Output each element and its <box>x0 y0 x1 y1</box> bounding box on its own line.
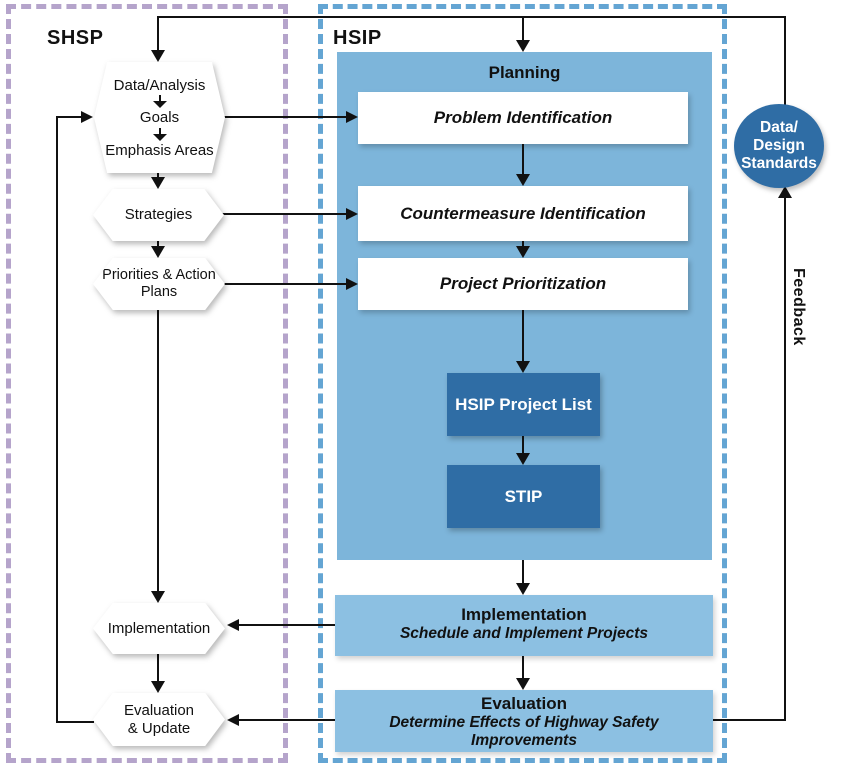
shsp-region-label: SHSP <box>47 27 104 49</box>
standards-line-1: Data/ <box>760 118 798 136</box>
arrowhead-into-cluster <box>151 50 165 62</box>
cluster-item-data-analysis: Data/Analysis <box>113 77 206 94</box>
connector-problem-to-countermeasure <box>522 144 524 176</box>
connector-implementation-to-evaluation <box>157 653 159 683</box>
arrowhead-into-shsp-implementation-hex <box>227 619 239 631</box>
connector-top-to-cluster <box>157 16 159 52</box>
arrowhead-into-prioritization <box>516 246 530 258</box>
arrowhead-into-shsp-evaluation <box>151 681 165 693</box>
stip-label: STIP <box>504 486 543 506</box>
step-project-prioritization: Project Prioritization <box>358 258 688 310</box>
feedback-label: Feedback <box>790 268 807 346</box>
connector-priorities-to-implementation <box>157 310 159 593</box>
arrowhead-into-projectlist <box>516 361 530 373</box>
connector-evaluation-to-feedback <box>713 719 786 721</box>
step-problem-identification: Problem Identification <box>358 92 688 144</box>
connector-feedback-upper <box>784 16 786 108</box>
hsip-implementation-box: Implementation Schedule and Implement Pr… <box>335 595 713 656</box>
connector-cluster-to-strategies <box>157 173 159 179</box>
arrowhead-into-hsip-implementation <box>516 583 530 595</box>
connector-feedback-lower <box>784 196 786 721</box>
arrowhead-into-countermeasure <box>516 174 530 186</box>
connector-prioritization-to-projectlist <box>522 310 524 363</box>
connector-top-to-planning <box>522 16 524 42</box>
connector-strategies-to-priorities <box>157 241 159 248</box>
step-countermeasure-identification: Countermeasure Identification <box>358 186 688 241</box>
hsip-evaluation-box: Evaluation Determine Effects of Highway … <box>335 690 713 752</box>
arrowhead-into-planning <box>516 40 530 52</box>
arrowhead-loop-into-goals <box>81 111 93 123</box>
shsp-evaluation-hexagon: Evaluation & Update <box>93 693 225 746</box>
connector-strategies-to-countermeasure <box>222 213 348 215</box>
planning-title: Planning <box>488 63 561 82</box>
arrowhead-goals-into-problem <box>346 111 358 123</box>
shsp-implementation-hexagon: Implementation <box>93 603 225 654</box>
cluster-item-emphasis-areas: Emphasis Areas <box>105 141 214 159</box>
arrowhead-priorities-into-prioritization <box>346 278 358 290</box>
arrowhead-strategies-into-countermeasure <box>346 208 358 220</box>
connector-projectlist-to-stip <box>522 436 524 455</box>
connector-countermeasure-to-prioritization <box>522 241 524 248</box>
shsp-strategies-hexagon: Strategies <box>93 189 224 241</box>
connector-implementation-to-evaluation-hsip <box>522 656 524 680</box>
connector-loop-bottom <box>56 721 94 723</box>
data-design-standards-circle: Data/ Design Standards <box>734 104 824 188</box>
shsp-region-box: SHSP <box>6 4 288 763</box>
arrowhead-into-shsp-implementation <box>151 591 165 603</box>
strategies-label: Strategies <box>124 206 193 224</box>
hsip-region-label: HSIP <box>333 27 382 49</box>
down-arrow-icon <box>152 127 167 141</box>
arrowhead-into-strategies <box>151 177 165 189</box>
connector-priorities-to-prioritization <box>224 283 348 285</box>
connector-goals-to-problem <box>224 116 348 118</box>
hsip-project-list-box: HSIP Project List <box>447 373 600 436</box>
arrowhead-into-priorities <box>151 246 165 258</box>
down-arrow-icon <box>152 95 167 109</box>
hsip-region-box: HSIP <box>318 4 727 763</box>
connector-planning-to-implementation <box>522 560 524 585</box>
hsip-project-list-label: HSIP Project List <box>455 394 592 414</box>
shsp-implementation-label: Implementation <box>107 619 211 637</box>
cluster-item-goals: Goals <box>139 109 180 127</box>
connector-loop-top <box>56 116 83 118</box>
stip-box: STIP <box>447 465 600 528</box>
standards-line-3: Standards <box>741 155 817 173</box>
hsip-implementation-subtitle: Schedule and Implement Projects <box>399 625 649 643</box>
step-countermeasure-identification-label: Countermeasure Identification <box>400 203 646 223</box>
step-problem-identification-label: Problem Identification <box>433 108 613 127</box>
step-project-prioritization-label: Project Prioritization <box>439 274 607 293</box>
standards-line-2: Design <box>753 136 805 154</box>
arrowhead-into-hsip-evaluation <box>516 678 530 690</box>
connector-loop-vertical <box>56 116 58 723</box>
connector-top-feedback-line <box>157 16 786 18</box>
shsp-cluster-hexagon: Data/Analysis Goals Emphasis Areas <box>94 62 225 173</box>
hsip-implementation-title: Implementation <box>461 605 587 624</box>
connector-hsip-eval-to-shsp <box>237 719 335 721</box>
hsip-evaluation-subtitle: Determine Effects of Highway Safety Impr… <box>389 714 659 750</box>
shsp-evaluation-label: Evaluation & Update <box>123 702 195 737</box>
connector-hsip-impl-to-shsp <box>237 624 335 626</box>
priorities-label: Priorities & Action Plans <box>102 267 216 300</box>
arrowhead-into-stip <box>516 453 530 465</box>
hsip-evaluation-title: Evaluation <box>481 694 567 713</box>
shsp-priorities-hexagon: Priorities & Action Plans <box>93 258 225 310</box>
arrowhead-into-shsp-evaluation-hex <box>227 714 239 726</box>
arrowhead-into-standards-circle <box>778 186 792 198</box>
